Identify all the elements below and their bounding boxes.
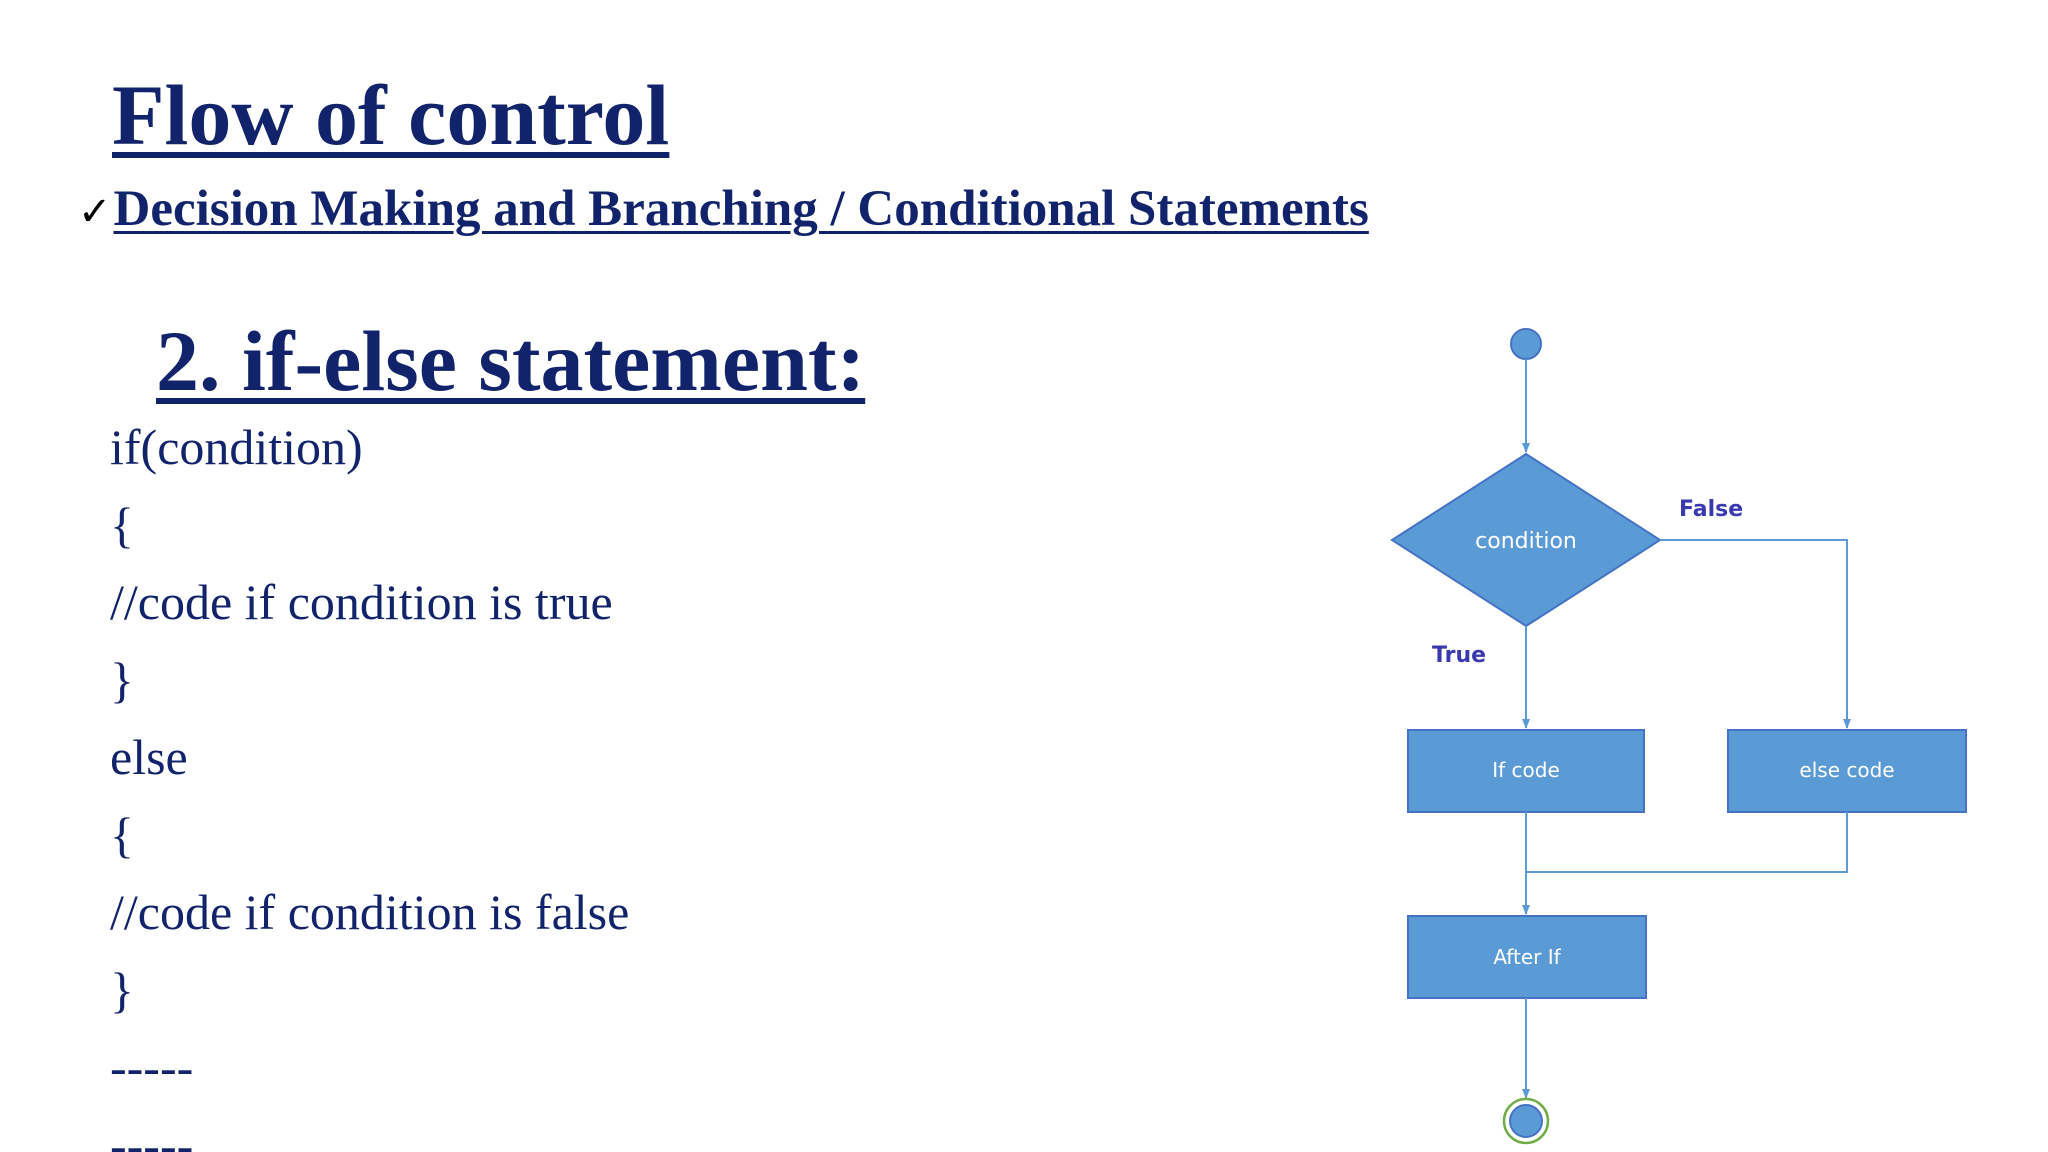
end-node <box>1509 1104 1543 1138</box>
slide-subtitle: Decision Making and Branching / Conditio… <box>113 181 1369 237</box>
true-branch-label: True <box>1432 643 1486 668</box>
false-branch-label: False <box>1679 497 1743 522</box>
else-code-box <box>1727 729 1967 813</box>
code-line: ----- <box>110 1039 194 1095</box>
if-code-box <box>1407 729 1645 813</box>
slide-title: Flow of control <box>112 67 670 163</box>
code-line: ----- <box>110 1116 194 1152</box>
code-line: { <box>110 806 134 863</box>
after-if-box <box>1407 915 1647 999</box>
if-code-label: If code <box>1492 758 1560 782</box>
after-if-label: After If <box>1493 945 1561 969</box>
code-block: if(condition) { //code if condition is t… <box>110 414 629 1152</box>
start-node <box>1510 328 1542 360</box>
if-else-flowchart: condition True False If code else code A… <box>1390 328 1967 1145</box>
code-line: else <box>110 729 188 785</box>
subtitle-row: ✓ Decision Making and Branching / Condit… <box>78 180 1369 238</box>
code-line: } <box>110 961 134 1018</box>
code-line: //code if condition is true <box>110 574 613 630</box>
else-code-label: else code <box>1799 758 1894 782</box>
section-heading: 2. if-else statement: <box>156 313 866 409</box>
code-line: { <box>110 496 134 553</box>
code-line: if(condition) <box>110 419 363 475</box>
connector-else-merge <box>1526 812 1848 873</box>
decision-label: condition <box>1475 529 1577 554</box>
code-line: } <box>110 651 134 708</box>
connector-false-branch <box>1660 539 1851 729</box>
checkmark-icon: ✓ <box>78 189 112 235</box>
code-line: //code if condition is false <box>110 884 630 940</box>
